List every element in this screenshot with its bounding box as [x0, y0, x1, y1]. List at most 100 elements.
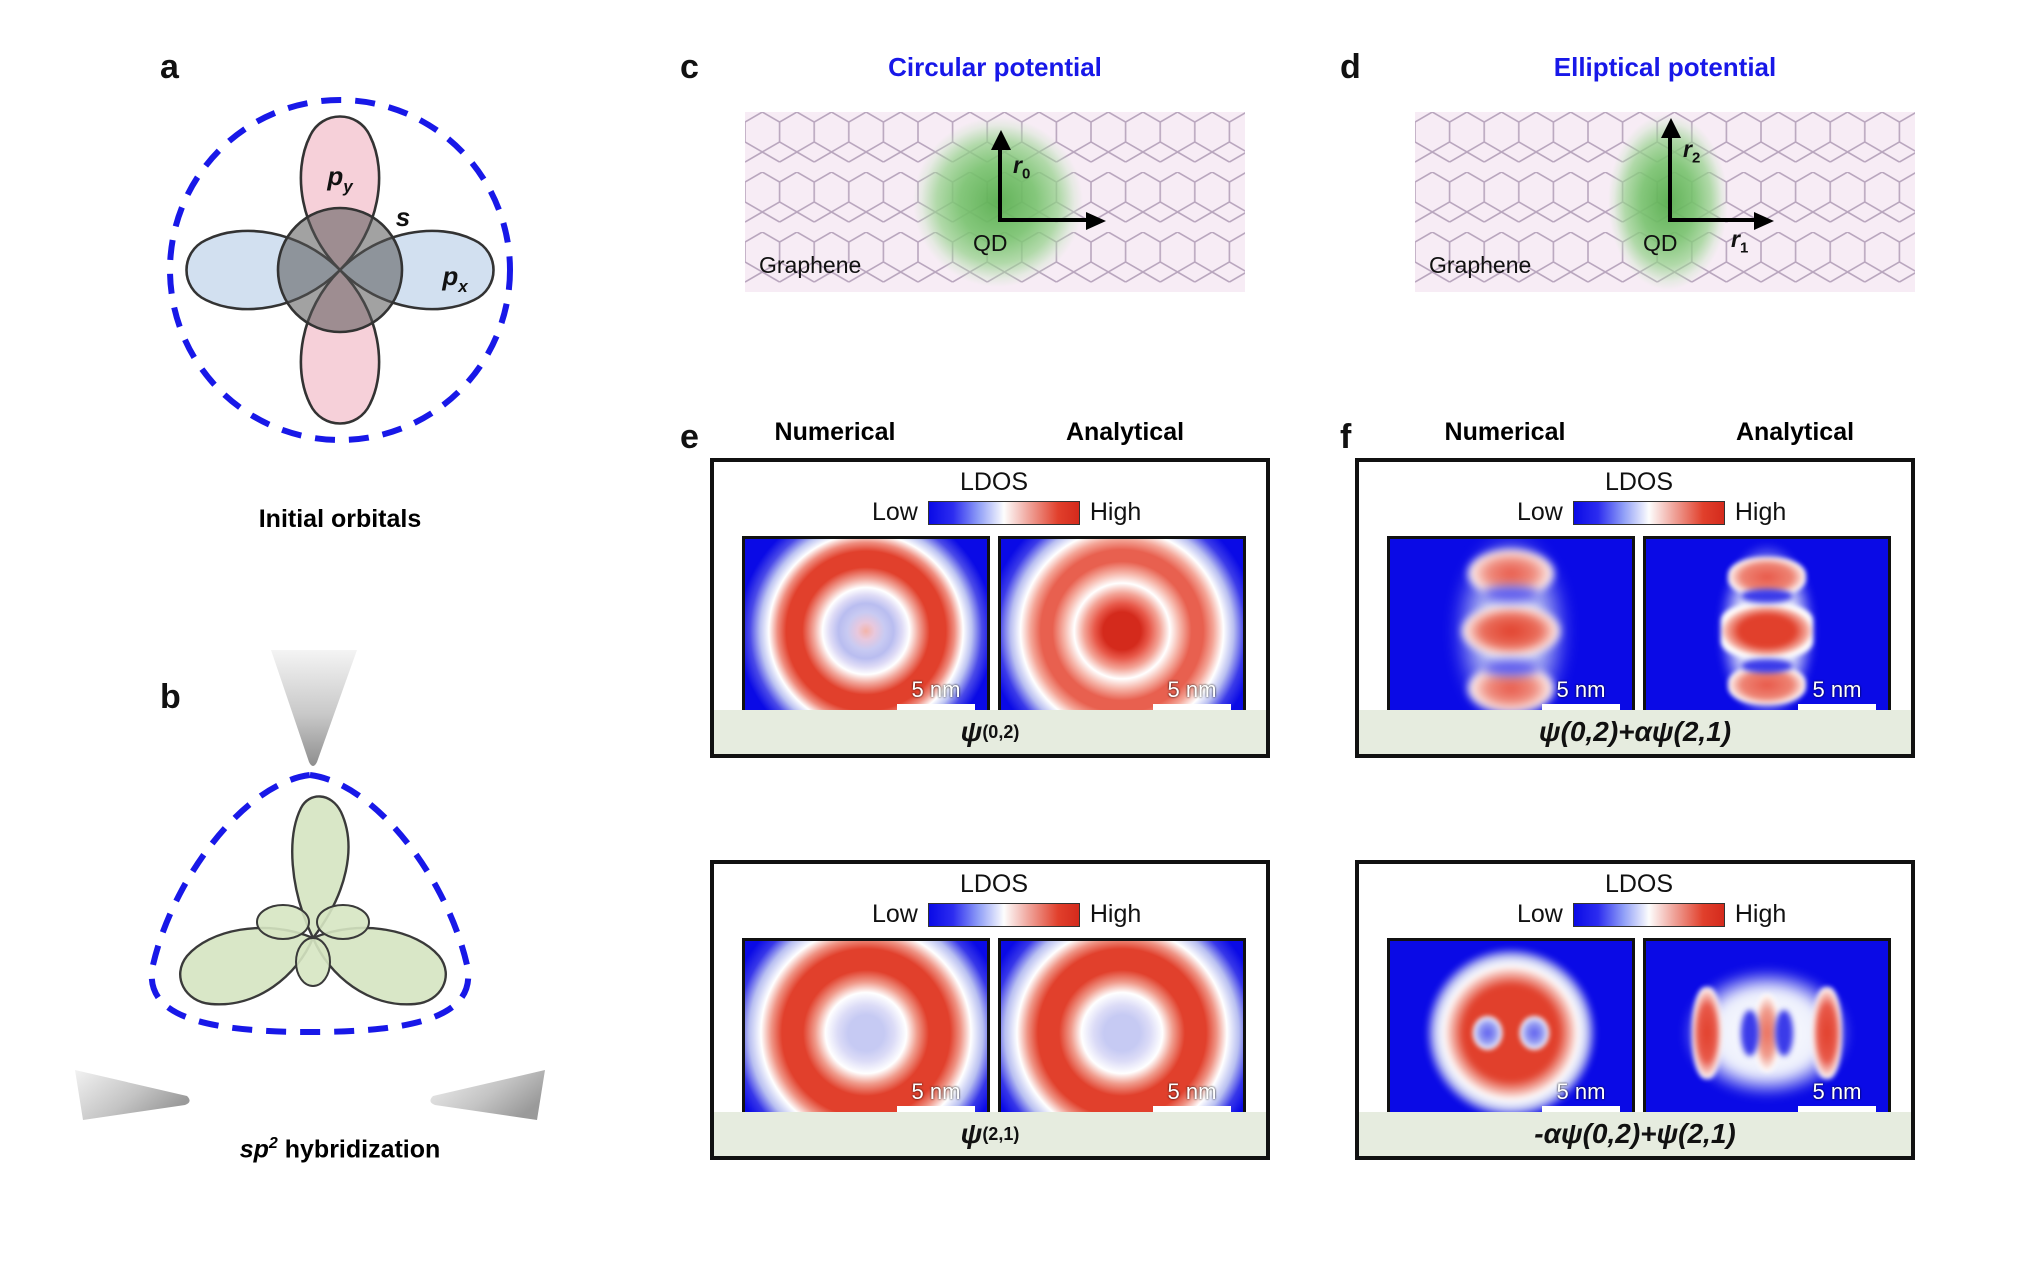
- ldos-node-f1-num-upper: [1483, 586, 1539, 603]
- colorbar-title-e1: LDOS: [959, 468, 1029, 496]
- state-label-f2: -αψ(0,2)+ψ(2,1): [1359, 1112, 1911, 1156]
- panel-d-title: Elliptical potential: [1553, 52, 1777, 82]
- panel-a-orbital-diagram: py px s: [167, 97, 513, 443]
- scalebar-text-e1-ana: 5 nm: [1167, 677, 1217, 702]
- axis1-sub-d: 1: [1739, 239, 1749, 257]
- qd-label-d: QD: [1643, 230, 1678, 256]
- colorbar-gradient-f2: [1572, 902, 1725, 927]
- axis-arrow-right-d: [1754, 212, 1774, 230]
- scalebar-f1-numerical: 5 nm: [1542, 679, 1620, 711]
- state-label-e2: ψ(2,1): [714, 1112, 1266, 1156]
- sp2-lobe-top: [291, 795, 350, 941]
- sp2-backlobe-right: [316, 904, 370, 940]
- scalebar-line-e2-ana: [1153, 1106, 1231, 1113]
- colorbar-high-label-e2: High: [1089, 900, 1142, 928]
- sp2-backlobe-bottom: [295, 937, 331, 987]
- axis-arrow-up-c: [991, 130, 1011, 150]
- colorbar-e2: Low High: [872, 900, 1141, 929]
- qd-label-c: QD: [973, 230, 1008, 256]
- panel-a-boundary-circle: [167, 97, 513, 443]
- colorbar-low-label-e2: Low: [872, 900, 918, 928]
- scalebar-f2-numerical: 5 nm: [1542, 1081, 1620, 1113]
- radius-label-c: r0: [1013, 152, 1030, 183]
- scalebar-text-e2-ana: 5 nm: [1167, 1079, 1217, 1104]
- ldos-lobe-f1-num-mid: [1462, 605, 1560, 657]
- s-label: s: [396, 202, 410, 232]
- panel-b-boundary-triangle: [148, 771, 472, 1036]
- ldos-node-f1-ana-lower: [1741, 659, 1793, 673]
- colorbar-low-label-e1: Low: [872, 498, 918, 526]
- colorbar-high-label-f1: High: [1734, 498, 1787, 526]
- axis2-letter-d: r: [1683, 136, 1692, 162]
- panel-b-caption: sp2 hybridization: [140, 1135, 540, 1164]
- axis2-sub-d: 2: [1691, 149, 1701, 167]
- panel-f-card-2: LDOS Low High 5 nm 5 nm: [1355, 860, 1915, 1160]
- scalebar-e1-numerical: 5 nm: [897, 679, 975, 711]
- state-psi-e2: ψ: [960, 1118, 983, 1149]
- scalebar-line-f1-ana: [1798, 704, 1876, 711]
- graphene-label-d: Graphene: [1429, 252, 1532, 278]
- sp2-backlobe-left: [256, 904, 310, 940]
- panel-e-card-1: LDOS Low High 5 nm 5 nm ψ(0,2): [710, 458, 1270, 758]
- colorbar-gradient-e2: [927, 902, 1080, 927]
- ldos-node-f2-num-left: [1472, 1016, 1503, 1050]
- axis-arrow-up-d: [1661, 118, 1681, 138]
- ldos-map-e2-analytical: 5 nm: [998, 938, 1246, 1128]
- ldos-node-f2-ana-left: [1740, 1010, 1759, 1056]
- panel-b-orbital-diagram: [75, 650, 545, 1120]
- sp2-lobe-left: [179, 926, 315, 1006]
- scalebar-line-e2-num: [897, 1106, 975, 1113]
- scalebar-line-e1-ana: [1153, 704, 1231, 711]
- ldos-pattern-e1-num: [745, 539, 987, 723]
- ldos-map-e1-numerical: 5 nm: [742, 536, 990, 726]
- colorbar-title-f2: LDOS: [1604, 870, 1674, 898]
- ldos-node-f1-num-lower: [1483, 659, 1539, 676]
- state-label-e1: ψ(0,2): [714, 710, 1266, 754]
- panel-b-caption-rest: hybridization: [277, 1135, 441, 1164]
- axis2-label-d: r2: [1683, 136, 1700, 167]
- ldos-map-e2-numerical: 5 nm: [742, 938, 990, 1128]
- panel-b-caption-sp: sp: [239, 1135, 269, 1164]
- panel-label-d: d: [1340, 48, 1361, 86]
- radius-letter-c: r: [1013, 152, 1022, 178]
- colorbar-low-label-f1: Low: [1517, 498, 1563, 526]
- panel-a-caption: Initial orbitals: [258, 505, 422, 533]
- scalebar-text-f2-num: 5 nm: [1556, 1079, 1606, 1104]
- axis-arrow-right-c: [1086, 212, 1106, 230]
- panel-d-graphene-sheet: r2 r 1 QD Graphene: [1415, 112, 1915, 292]
- panel-e-card-2: LDOS Low High 5 nm 5 nm ψ(2,1): [710, 860, 1270, 1160]
- panel-c-title: Circular potential: [888, 52, 1102, 82]
- ldos-pattern-e2-ana: [1001, 941, 1243, 1125]
- axis-horizontal-d: [1668, 218, 1756, 222]
- panel-label-a: a: [160, 48, 179, 86]
- scalebar-text-f1-num: 5 nm: [1556, 677, 1606, 702]
- colorbar-high-label-e1: High: [1089, 498, 1142, 526]
- s-orbital-circle: [276, 206, 404, 334]
- stm-tip-left-icon: [75, 1070, 190, 1120]
- ldos-lobe-f2-ana-1: [1692, 987, 1722, 1079]
- colorbar-low-label-f2: Low: [1517, 900, 1563, 928]
- ldos-ring-f2-num: [1425, 947, 1597, 1119]
- panel-e-col-analytical: Analytical: [1065, 418, 1185, 446]
- panel-c-graphene-sheet: r0 QD Graphene: [745, 112, 1245, 292]
- axis-vertical-d: [1668, 130, 1672, 222]
- scalebar-line-f2-num: [1542, 1106, 1620, 1113]
- radius-sub-c: 0: [1021, 165, 1031, 183]
- scalebar-text-f2-ana: 5 nm: [1812, 1079, 1862, 1104]
- state-label-f1: ψ(0,2)+αψ(2,1): [1359, 710, 1911, 754]
- scalebar-text-e1-num: 5 nm: [911, 677, 961, 702]
- ldos-node-f2-ana-right: [1775, 1010, 1794, 1056]
- state-text-f1: ψ(0,2)+αψ(2,1): [1538, 716, 1732, 747]
- panel-f-col-numerical: Numerical: [1444, 418, 1566, 446]
- ldos-map-e1-analytical: 5 nm: [998, 536, 1246, 726]
- axis-vertical-c: [998, 140, 1002, 222]
- colorbar-gradient-f1: [1572, 500, 1725, 525]
- scalebar-e2-analytical: 5 nm: [1153, 1081, 1231, 1113]
- panel-label-b: b: [160, 678, 181, 716]
- scalebar-text-f1-ana: 5 nm: [1812, 677, 1862, 702]
- axis-horizontal-c: [998, 218, 1088, 222]
- scalebar-f1-analytical: 5 nm: [1798, 679, 1876, 711]
- graphene-label-c: Graphene: [759, 252, 862, 278]
- panel-e-col-numerical: Numerical: [774, 418, 896, 446]
- colorbar-f1: Low High: [1517, 498, 1786, 527]
